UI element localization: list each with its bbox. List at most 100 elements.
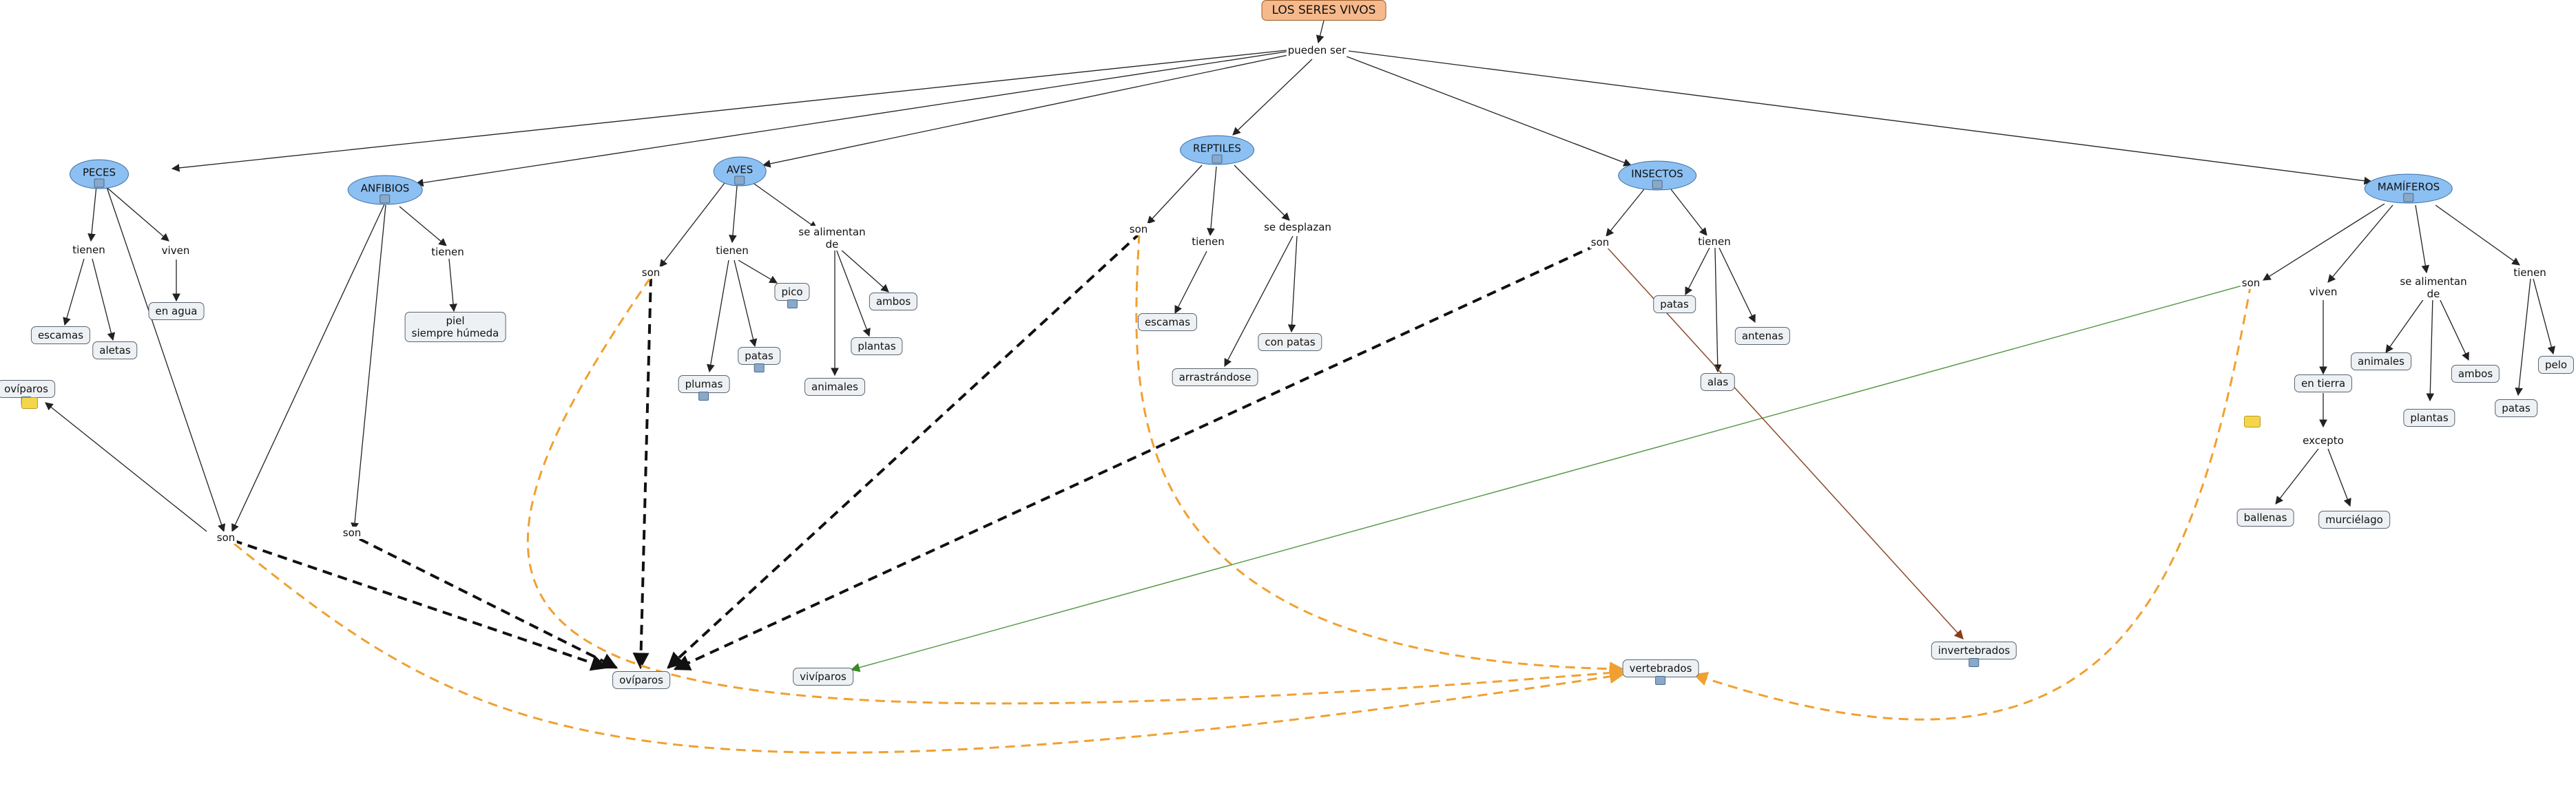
attachment-icon[interactable] xyxy=(787,299,798,308)
concept-con-patas[interactable]: con patas xyxy=(1258,333,1322,351)
concept-plumas[interactable]: plumas xyxy=(678,375,730,401)
concept-patas[interactable]: patas xyxy=(1653,295,1696,313)
link-pueden-anfibios xyxy=(415,51,1287,187)
linking-phrase-son[interactable]: son xyxy=(1589,236,1611,248)
link-msealim-ambos xyxy=(2438,295,2469,361)
linking-phrase-son[interactable]: son xyxy=(341,527,363,539)
linking-phrase-son[interactable]: son xyxy=(1128,223,1150,235)
concept-arrastrandose[interactable]: arrastrándose xyxy=(1172,368,1258,386)
attachment-icon[interactable] xyxy=(1655,676,1666,685)
concept-invertebrados[interactable]: invertebrados xyxy=(1931,642,2017,667)
link-msealim-animales xyxy=(2385,295,2427,353)
concept-plumas-label: plumas xyxy=(685,378,723,390)
link-ptienen-aletas xyxy=(92,258,116,341)
concept-patas[interactable]: patas xyxy=(738,347,780,372)
linking-phrase-tienen[interactable]: tienen xyxy=(714,244,750,257)
concept-escamas[interactable]: escamas xyxy=(30,326,91,344)
linking-phrase-son[interactable]: son xyxy=(2240,277,2262,289)
linking-phrase-viven[interactable]: viven xyxy=(160,244,191,257)
concept-ambos[interactable]: ambos xyxy=(869,293,918,310)
concept-peces[interactable]: PECES xyxy=(70,159,129,189)
linking-phrase-tienen[interactable]: tienen xyxy=(2512,266,2548,279)
linking-phrase-tienen[interactable]: tienen xyxy=(71,244,107,256)
link-root-pueden xyxy=(1316,20,1325,44)
link-pueden-aves xyxy=(762,54,1289,168)
linking-phrase-se-alimentan-de[interactable]: se alimentan de xyxy=(2398,275,2469,300)
link-vsealim-plantas xyxy=(835,248,871,337)
link-vson-vertebrados xyxy=(526,277,1625,705)
link-aves-son xyxy=(659,180,727,268)
concept-insectos[interactable]: INSECTOS xyxy=(1618,160,1696,191)
link-itienen-antenas xyxy=(1718,247,1756,324)
concept-vertebrados[interactable]: vertebrados xyxy=(1622,659,1699,685)
link-pueden-insectos xyxy=(1346,56,1632,167)
attachment-icon[interactable] xyxy=(380,194,391,204)
link-mexcepto-murcielago xyxy=(2327,448,2351,507)
concept-reptiles-label: REPTILES xyxy=(1193,142,1241,155)
root-node[interactable]: LOS SERES VIVOS xyxy=(1261,0,1386,21)
link-reptiles-tienen xyxy=(1207,166,1217,237)
link-rson-oviparos xyxy=(667,231,1142,669)
linking-phrase-se-desplazan[interactable]: se desplazan xyxy=(1263,221,1333,233)
concept-en-agua[interactable]: en agua xyxy=(148,302,205,320)
linking-phrase-excepto[interactable]: excepto xyxy=(2301,434,2345,447)
link-rson-vertebrados xyxy=(1135,233,1625,677)
link-insectos-tienen xyxy=(1670,189,1707,236)
concept-anfibios[interactable]: ANFIBIOS xyxy=(347,175,423,205)
concept-aves[interactable]: AVES xyxy=(713,156,767,187)
attachment-icon[interactable] xyxy=(2403,193,2414,202)
linking-phrase-pueden-ser[interactable]: pueden ser xyxy=(1286,44,1348,56)
attachment-icon[interactable] xyxy=(1212,154,1223,164)
concept-antenas[interactable]: antenas xyxy=(1734,327,1791,345)
link-mson-viviparos xyxy=(850,283,2250,673)
concept-mamiferos[interactable]: MAMÍFEROS xyxy=(2364,173,2453,204)
concept-alas[interactable]: alas xyxy=(1700,373,1736,391)
concept-ballenas[interactable]: ballenas xyxy=(2236,509,2294,527)
link-ptienen-escamas xyxy=(63,258,85,326)
attachment-icon[interactable] xyxy=(1969,658,1980,667)
link-peces-viven xyxy=(103,184,169,242)
link-mamiferos-son xyxy=(2263,203,2385,281)
linking-phrase-tienen[interactable]: tienen xyxy=(430,246,466,258)
concept-ambos[interactable]: ambos xyxy=(2451,365,2500,383)
link-pson-vertebrados xyxy=(233,542,1625,754)
concept-oviparos-left[interactable]: ovíparos xyxy=(0,380,55,405)
concept-animales[interactable]: animales xyxy=(804,378,865,396)
concept-reptiles[interactable]: REPTILES xyxy=(1180,135,1254,165)
linking-phrase-se-alimentan-de[interactable]: se alimentan de xyxy=(797,226,867,251)
note-icon[interactable] xyxy=(21,397,38,409)
note-icon[interactable] xyxy=(2244,416,2261,427)
concept-plantas[interactable]: plantas xyxy=(851,337,903,355)
link-pson-oviparos xyxy=(45,402,207,532)
concept-mamiferos-label: MAMÍFEROS xyxy=(2377,180,2440,193)
attachment-icon[interactable] xyxy=(734,176,745,185)
concept-pico[interactable]: pico xyxy=(774,283,810,308)
concept-aves-label: AVES xyxy=(726,163,754,176)
link-ison-oviparos xyxy=(673,244,1597,670)
linking-phrase-son[interactable]: son xyxy=(640,266,662,279)
concept-oviparos[interactable]: ovíparos xyxy=(612,671,670,689)
concept-en-tierra[interactable]: en tierra xyxy=(2294,374,2353,392)
link-aves-tienen xyxy=(729,185,738,244)
attachment-icon[interactable] xyxy=(1652,180,1663,189)
concept-piel-siempre-humeda[interactable]: piel siempre húmeda xyxy=(404,312,506,342)
concept-animales[interactable]: animales xyxy=(2351,352,2411,370)
concept-escamas[interactable]: escamas xyxy=(1137,313,1198,331)
linking-phrase-tienen[interactable]: tienen xyxy=(1696,235,1732,248)
concept-plantas[interactable]: plantas xyxy=(2403,409,2455,427)
concept-pelo[interactable]: pelo xyxy=(2537,356,2575,374)
linking-phrase-viven[interactable]: viven xyxy=(2307,286,2339,298)
linking-phrase-son[interactable]: son xyxy=(215,531,237,544)
concept-viviparos[interactable]: vivíparos xyxy=(793,668,853,686)
concept-patas[interactable]: patas xyxy=(2495,399,2537,417)
link-mamiferos-tienen xyxy=(2435,204,2520,266)
linking-phrase-tienen[interactable]: tienen xyxy=(1190,235,1226,248)
attachment-icon[interactable] xyxy=(754,363,765,372)
attachment-icon[interactable] xyxy=(698,392,709,401)
link-vtienen-pico xyxy=(738,260,778,284)
concept-murcielago[interactable]: murciélago xyxy=(2318,511,2390,529)
attachment-icon[interactable] xyxy=(94,178,105,188)
link-msealim-plantas xyxy=(2426,295,2435,402)
link-mamiferos-viven xyxy=(2327,204,2393,283)
concept-aletas[interactable]: aletas xyxy=(92,341,138,359)
